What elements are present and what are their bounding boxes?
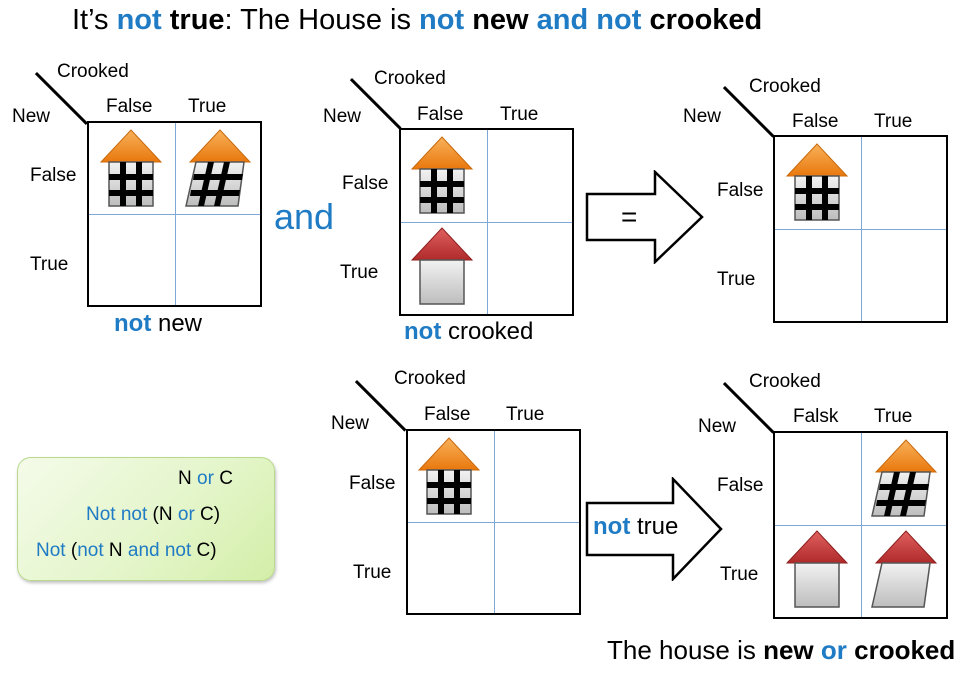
title-not2: not	[588, 4, 642, 36]
title-and: and	[528, 4, 589, 36]
not-true-label: not true	[593, 513, 679, 540]
caption-not-new: not new	[114, 310, 202, 338]
row-false: False	[717, 180, 764, 201]
house-straight-orange-icon	[99, 129, 163, 207]
col-true: True	[874, 111, 913, 132]
grid	[406, 429, 581, 615]
house-crooked-orange-icon	[185, 129, 252, 207]
title-prefix: It’s	[72, 4, 117, 36]
caption-not: not	[404, 318, 442, 345]
row-true: True	[717, 269, 756, 290]
house-crooked-orange-icon	[871, 439, 938, 517]
row-true: True	[30, 254, 69, 275]
title-not: not	[116, 4, 162, 36]
label-crooked: Crooked	[394, 368, 466, 389]
equals-label: =	[621, 201, 638, 232]
house-crooked-red-icon	[871, 530, 938, 608]
house-straight-orange-icon	[785, 143, 849, 221]
row-false: False	[30, 165, 77, 186]
arrow-not-true-icon	[585, 477, 723, 581]
label-crooked: Crooked	[749, 76, 821, 97]
formula-line-1: N or C	[178, 468, 233, 489]
title-not1: not	[419, 4, 465, 36]
grid	[773, 431, 948, 619]
col-false: False	[424, 404, 471, 425]
title-middle: : The House is	[224, 4, 420, 36]
formula-line-3: Not (not N and not C)	[36, 540, 217, 561]
and-operator: and	[274, 196, 335, 237]
row-false: False	[342, 173, 389, 194]
house-straight-orange-icon	[410, 136, 474, 214]
grid	[87, 121, 262, 307]
title-true: true	[161, 4, 225, 36]
grid	[399, 128, 574, 316]
label-new: New	[331, 413, 370, 434]
label-new: New	[323, 106, 362, 127]
label-new: New	[698, 416, 737, 437]
label-new: New	[683, 106, 722, 127]
label-crooked: Crooked	[749, 371, 821, 392]
caption-not: not	[114, 310, 152, 337]
arrow-equals-icon	[585, 170, 704, 264]
row-false: False	[717, 475, 764, 496]
row-false: False	[349, 473, 396, 494]
col-false: False	[792, 111, 839, 132]
col-true: True	[874, 406, 913, 427]
caption-crooked: crooked	[441, 318, 534, 345]
formula-line-2: Not not (N or C)	[86, 504, 221, 525]
row-true: True	[340, 262, 379, 283]
title-new: new	[464, 4, 529, 36]
page-title: It’s not true: The House is not new and …	[72, 4, 762, 37]
grid	[773, 135, 948, 323]
label-crooked: Crooked	[374, 68, 446, 89]
caption-new: new	[151, 310, 203, 337]
label-crooked: Crooked	[57, 61, 129, 82]
col-falsk: Falsk	[793, 406, 839, 427]
house-straight-orange-icon	[417, 437, 481, 515]
col-false: False	[106, 96, 153, 117]
caption-not-crooked: not crooked	[404, 318, 533, 346]
row-true: True	[720, 564, 759, 585]
label-new: New	[12, 106, 51, 127]
house-straight-red-icon	[410, 227, 474, 305]
col-true: True	[506, 404, 545, 425]
formula-box: N or C Not not (N or C) Not (not N and n…	[17, 457, 275, 581]
col-true: True	[500, 104, 539, 125]
title-crooked: crooked	[641, 4, 763, 36]
col-true: True	[188, 96, 227, 117]
house-straight-red-icon	[785, 530, 849, 608]
row-true: True	[353, 562, 392, 583]
col-false: False	[417, 104, 464, 125]
bottom-caption: The house is new or crooked	[607, 635, 956, 665]
